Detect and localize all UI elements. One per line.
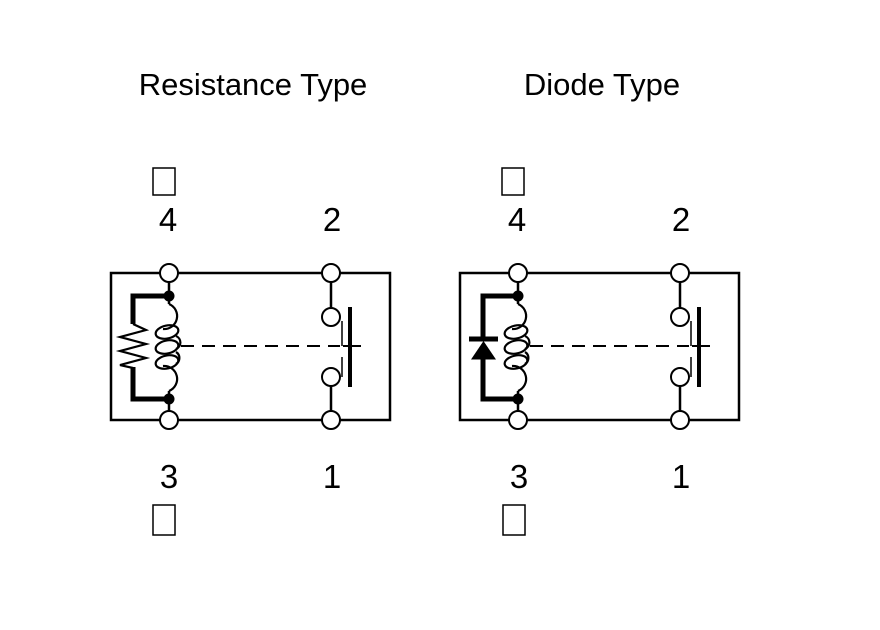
shunt-branch-wire xyxy=(130,293,169,402)
pin-terminal-1 xyxy=(670,410,690,430)
diode-icon xyxy=(469,336,498,360)
pin-terminal-1 xyxy=(321,410,341,430)
pin-terminal-2 xyxy=(321,263,341,283)
pin-label: 4 xyxy=(508,201,526,238)
missing-glyph-box-icon xyxy=(152,504,176,536)
coil-arc xyxy=(162,364,179,393)
relay-coil-icon xyxy=(154,302,182,393)
diagram-title: Diode Type xyxy=(524,67,680,102)
pin-label: 4 xyxy=(159,201,177,238)
coil-loop xyxy=(503,339,529,355)
contact-point xyxy=(670,307,690,327)
pin-terminal-2 xyxy=(670,263,690,283)
coil-loop xyxy=(154,339,180,355)
shunt-branch-wire xyxy=(480,293,518,402)
diagram-title: Resistance Type xyxy=(139,67,368,102)
coil-loop xyxy=(503,324,529,340)
junction-dot xyxy=(163,393,175,405)
coil-loop xyxy=(154,354,180,370)
missing-glyph-box-icon xyxy=(501,167,525,196)
resistor-icon xyxy=(115,323,151,370)
pin-label: 3 xyxy=(510,458,528,495)
missing-glyph-box-icon xyxy=(502,504,526,536)
pin-terminal-3 xyxy=(159,410,179,430)
coil-arc xyxy=(511,364,528,393)
pin-label: 2 xyxy=(323,201,341,238)
relay-body-outline xyxy=(109,271,392,422)
contact-point xyxy=(321,307,341,327)
coil-loop xyxy=(154,324,180,340)
pin-label: 1 xyxy=(323,458,341,495)
contact-point xyxy=(321,367,341,387)
diode-type-diagram: Diode Type xyxy=(458,67,741,536)
pin-label: 3 xyxy=(160,458,178,495)
pin-terminal-4 xyxy=(508,263,528,283)
contact-switch-icon xyxy=(341,307,352,387)
relay-coil-icon xyxy=(503,302,531,393)
pin-label: 2 xyxy=(672,201,690,238)
resistance-type-diagram: Resistance Type xyxy=(109,67,392,536)
contact-point xyxy=(670,367,690,387)
coil-arc xyxy=(162,302,179,331)
pin-terminal-4 xyxy=(159,263,179,283)
pin-label: 1 xyxy=(672,458,690,495)
wire xyxy=(516,273,682,420)
missing-glyph-box-icon xyxy=(152,167,176,196)
coil-arc xyxy=(511,302,528,331)
diode-anode-triangle xyxy=(471,341,496,360)
coil-loop xyxy=(503,354,529,370)
junction-dot xyxy=(512,290,524,302)
junction-dot xyxy=(512,393,524,405)
junction-dot xyxy=(163,290,175,302)
contact-switch-icon xyxy=(690,307,701,387)
relay-body-outline xyxy=(458,271,741,422)
wire xyxy=(167,273,333,420)
pin-terminal-3 xyxy=(508,410,528,430)
